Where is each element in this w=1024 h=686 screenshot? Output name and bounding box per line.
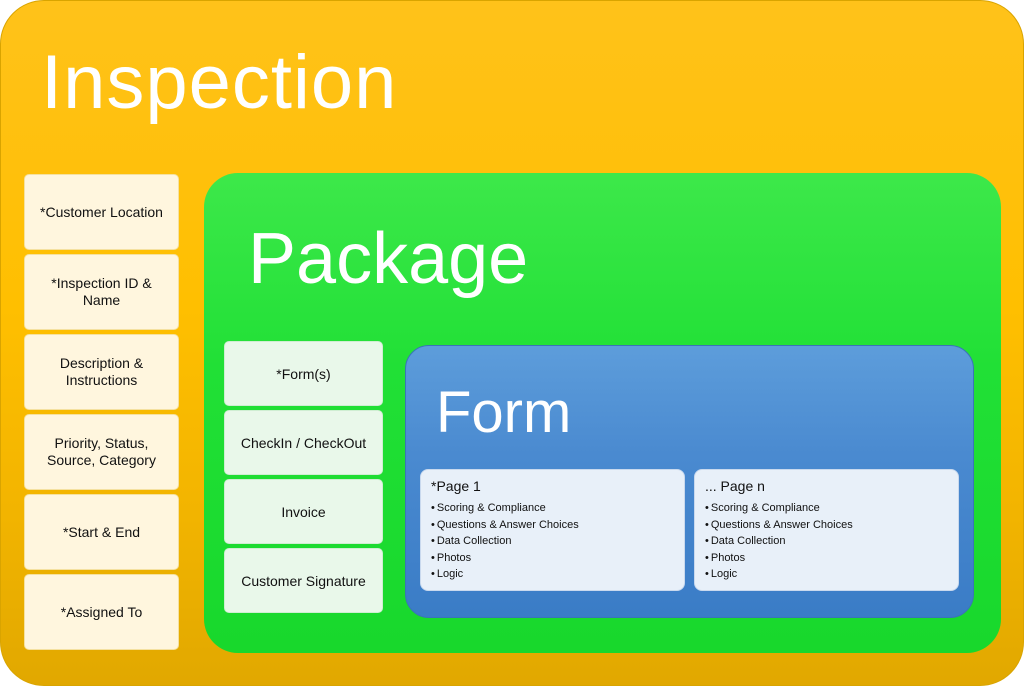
page-bullet-list: Scoring & Compliance Questions & Answer … [705,500,948,583]
page-bullet: Data Collection [431,533,674,550]
page-bullet: Logic [705,566,948,583]
package-container: Package *Form(s) CheckIn / CheckOut Invo… [204,173,1001,653]
package-item-list: *Form(s) CheckIn / CheckOut Invoice Cust… [224,341,383,617]
package-item-forms: *Form(s) [224,341,383,406]
page-bullet: Photos [705,550,948,567]
form-page-first: *Page 1 Scoring & Compliance Questions &… [420,469,685,591]
page-bullet: Data Collection [705,533,948,550]
inspection-item-assigned-to: *Assigned To [24,574,179,650]
page-bullet-list: Scoring & Compliance Questions & Answer … [431,500,674,583]
inspection-item-start-end: *Start & End [24,494,179,570]
inspection-item-description: Description & Instructions [24,334,179,410]
page-bullet: Logic [431,566,674,583]
package-item-invoice: Invoice [224,479,383,544]
form-container: Form *Page 1 Scoring & Compliance Questi… [405,345,974,618]
inspection-title: Inspection [41,40,398,125]
page-bullet: Photos [431,550,674,567]
page-bullet: Questions & Answer Choices [431,517,674,534]
page-title: ... Page n [705,478,765,494]
inspection-item-id-name: *Inspection ID & Name [24,254,179,330]
inspection-item-customer-location: *Customer Location [24,174,179,250]
page-bullet: Questions & Answer Choices [705,517,948,534]
form-page-last: ... Page n Scoring & Compliance Question… [694,469,959,591]
package-title: Package [248,219,529,299]
page-bullet: Scoring & Compliance [431,500,674,517]
inspection-attribute-list: *Customer Location *Inspection ID & Name… [24,174,179,654]
inspection-item-priority-status: Priority, Status, Source, Category [24,414,179,490]
page-title: *Page 1 [431,478,481,494]
form-title: Form [436,380,572,445]
page-bullet: Scoring & Compliance [705,500,948,517]
package-item-checkin-checkout: CheckIn / CheckOut [224,410,383,475]
package-item-customer-signature: Customer Signature [224,548,383,613]
